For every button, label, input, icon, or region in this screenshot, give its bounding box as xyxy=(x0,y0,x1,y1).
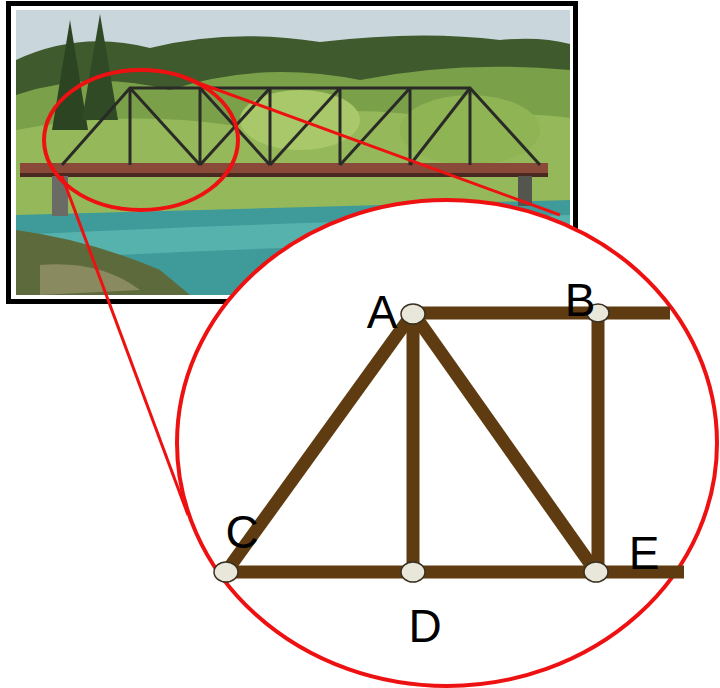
truss-members xyxy=(226,313,684,572)
callout-line xyxy=(62,176,188,515)
magnifier-circle xyxy=(177,200,717,686)
truss-joints xyxy=(214,304,609,582)
joint-label: D xyxy=(408,603,441,649)
joint-label: C xyxy=(225,509,258,555)
joint-label: A xyxy=(367,289,398,335)
callout-ellipse xyxy=(44,70,238,210)
joint-label: B xyxy=(565,277,596,323)
callout-line xyxy=(185,78,560,215)
joint-label: E xyxy=(629,530,660,576)
